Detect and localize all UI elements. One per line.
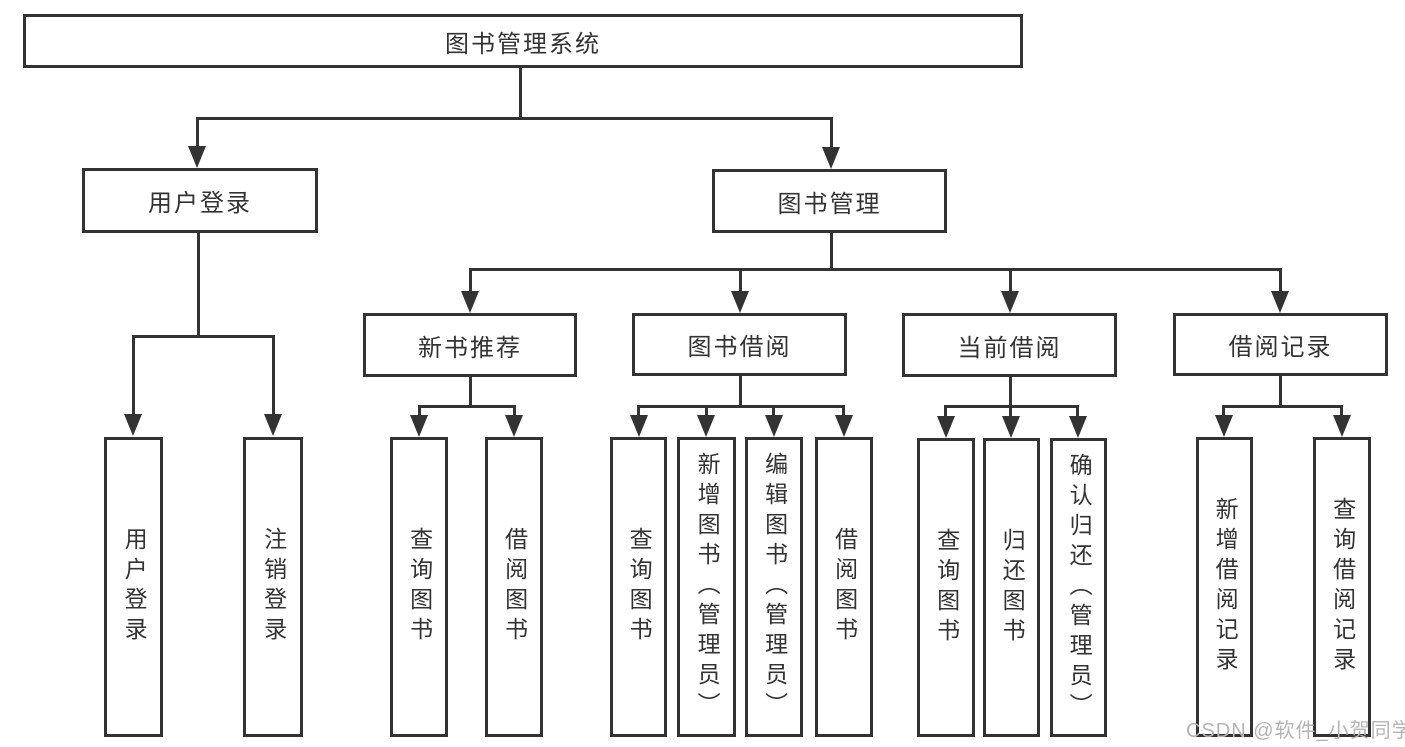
leaf-bb-borrow-books: 借阅图书 [815,437,873,737]
node-borrow-record-label: 借阅记录 [1228,334,1333,361]
leaf-cb-return-books-label: 归还图书 [999,527,1026,648]
leaf-cb-query-books: 查询图书 [917,438,975,737]
connector-root-vline [519,68,522,117]
connector-borrowrecord-vline [1279,375,1282,408]
arrowhead-br-query-record [1333,415,1351,437]
arrowhead-to-book-borrow [731,291,749,313]
leaf-br-query-borrow-record-label: 查询借阅记录 [1329,497,1356,677]
arrowhead-cb-return-books [1002,416,1020,438]
csdn-watermark: CSDN @软件_小贺同学 [1186,720,1405,742]
connector-bb-leaf1-drop [637,405,640,417]
leaf-br-add-borrow-record-label: 新增借阅记录 [1212,497,1239,677]
connector-newbook-hline [418,405,516,408]
connector-bookborrow-vline [739,376,742,408]
arrowhead-bb-edit-books [765,415,783,437]
arrowhead-cb-confirm-return [1069,416,1087,438]
arrowhead-to-current-borrow [1001,291,1019,313]
arrowhead-cb-query-books [937,416,955,438]
connector-newbook-vline [469,377,472,408]
arrowhead-to-book-mgmt [822,147,840,169]
connector-bb-leaf3-drop [772,405,775,417]
leaf-bb-query-books: 查询图书 [610,437,667,737]
node-root-library-system: 图书管理系统 [23,14,1023,68]
connector-bookborrow-drop [739,268,742,293]
leaf-cb-confirm-return-admin-label: 确认归还（管理员） [1066,452,1093,723]
node-current-borrow-label: 当前借阅 [957,334,1062,362]
leaf-bb-add-books-admin-label: 新增图书（管理员） [694,452,721,722]
connector-borrowrecord-drop [1279,268,1282,293]
connector-bb-leaf4-drop [842,405,845,417]
connector-bb-leaf2-drop [705,405,708,417]
node-book-mgmt: 图书管理 [712,169,947,233]
leaf-nb-query-books-label: 查询图书 [406,527,433,647]
node-book-mgmt-label: 图书管理 [777,190,882,218]
connector-currentborrow-vline [1009,377,1012,408]
connector-userlogin-leaf1-drop [132,335,135,415]
connector-userlogin-hline [132,335,275,338]
node-borrow-record: 借阅记录 [1173,313,1388,376]
arrowhead-to-borrow-record [1271,291,1289,313]
connector-userlogin-leaf2-drop [272,335,275,415]
connector-cb-leaf1-drop [944,405,947,418]
connector-cb-leaf2-drop [1009,405,1012,418]
leaf-bb-borrow-books-label: 借阅图书 [831,527,858,647]
leaf-br-query-borrow-record: 查询借阅记录 [1313,437,1371,737]
connector-newbook-leaf2-drop [513,405,516,417]
connector-borrowrecord-hline [1223,405,1343,408]
arrowhead-to-leaf-logout [264,414,282,436]
arrowhead-to-new-book [461,291,479,313]
leaf-logout-label: 注销登录 [260,527,287,647]
node-root-label: 图书管理系统 [445,30,601,58]
arrowhead-to-user-login [188,146,206,168]
arrowhead-to-leaf-user-login [124,414,142,436]
leaf-nb-query-books: 查询图书 [390,437,448,737]
leaf-cb-query-books-label: 查询图书 [933,527,960,648]
leaf-logout: 注销登录 [243,437,303,737]
leaf-bb-query-books-label: 查询图书 [626,527,653,647]
leaf-cb-confirm-return-admin: 确认归还（管理员） [1050,438,1107,737]
connector-cb-leaf3-drop [1076,405,1079,418]
connector-bookmgmt-hline [469,268,1282,271]
connector-userlogin-drop [196,117,199,148]
leaf-nb-borrow-books: 借阅图书 [485,437,543,737]
arrowhead-bb-query-books [630,415,648,437]
node-user-login: 用户登录 [82,168,318,233]
connector-bookmgmt-vline [830,233,833,271]
connector-currentborrow-hline [945,405,1079,408]
leaf-br-add-borrow-record: 新增借阅记录 [1196,437,1253,737]
connector-newbook-drop [469,268,472,293]
connector-br-leaf2-drop [1340,405,1343,417]
node-new-book-rec-label: 新书推荐 [418,334,522,362]
node-user-login-label: 用户登录 [148,190,252,217]
connector-currentborrow-drop [1009,268,1012,293]
leaf-user-login-label: 用户登录 [121,527,148,647]
arrowhead-bb-borrow-books [835,415,853,437]
leaf-nb-borrow-books-label: 借阅图书 [501,527,528,647]
arrowhead-bb-add-books [697,415,715,437]
node-book-borrow: 图书借阅 [632,313,847,376]
node-book-borrow-label: 图书借阅 [687,334,792,361]
connector-br-leaf1-drop [1222,405,1225,417]
arrowhead-nb-query-books [410,415,428,437]
leaf-user-login: 用户登录 [104,437,163,737]
arrowhead-br-add-record [1215,415,1233,437]
connector-root-hline [196,117,833,120]
connector-bookmgmt-drop [830,117,833,149]
connector-bookborrow-hline [638,405,845,408]
connector-newbook-leaf1-drop [418,405,421,417]
leaf-cb-return-books: 归还图书 [983,438,1040,737]
node-current-borrow: 当前借阅 [902,313,1117,377]
leaf-bb-edit-books-admin: 编辑图书（管理员） [745,437,803,737]
leaf-bb-add-books-admin: 新增图书（管理员） [677,437,736,737]
leaf-bb-edit-books-admin-label: 编辑图书（管理员） [761,452,788,722]
node-new-book-rec: 新书推荐 [363,313,577,377]
connector-userlogin-vline [197,233,200,338]
arrowhead-nb-borrow-books [505,415,523,437]
